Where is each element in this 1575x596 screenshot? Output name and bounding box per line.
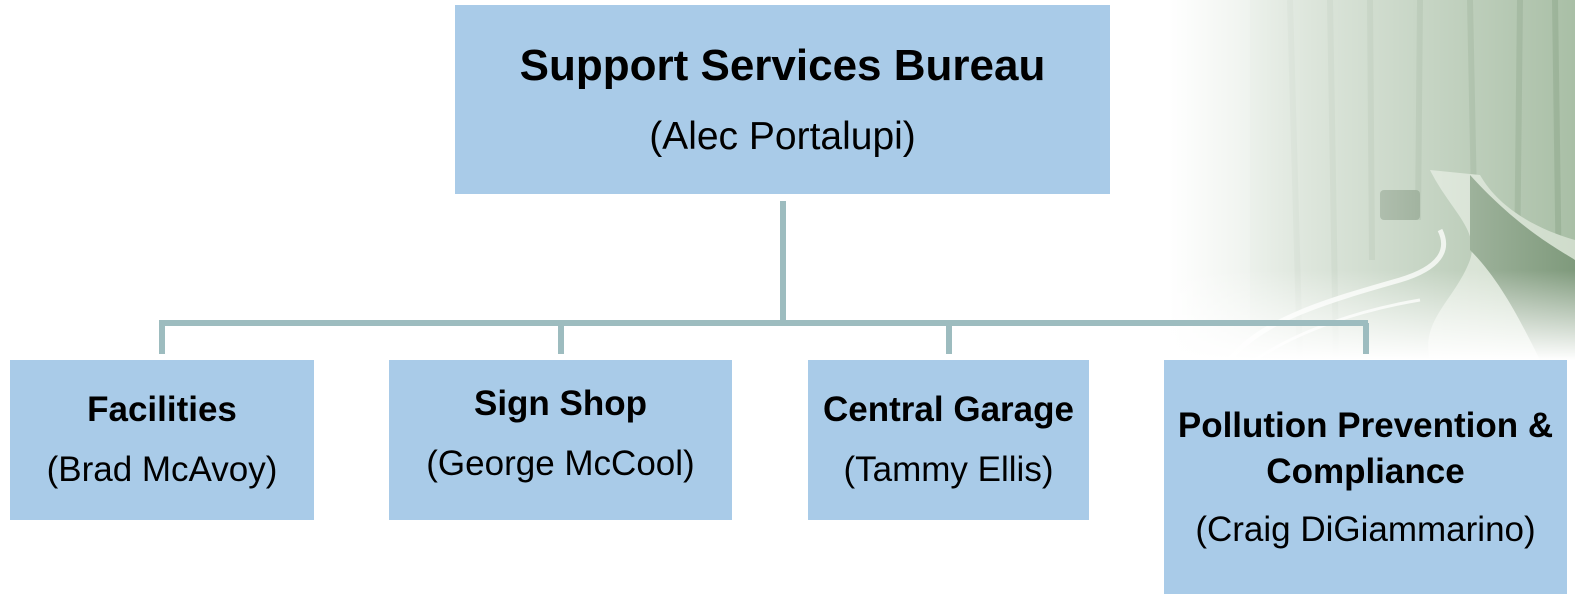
org-unit-name: Pollution Prevention & Compliance — [1177, 406, 1554, 491]
org-unit-name: Facilities — [87, 390, 237, 429]
org-box-pollution-prevention: Pollution Prevention & Compliance (Craig… — [1164, 360, 1567, 594]
org-unit-person: (George McCool) — [426, 444, 695, 483]
forest-image — [1170, 0, 1575, 362]
org-unit-person: (Craig DiGiammarino) — [1195, 510, 1536, 549]
org-box-support-services-bureau: Support Services Bureau (Alec Portalupi) — [455, 5, 1110, 194]
org-unit-person: (Brad McAvoy) — [46, 450, 278, 489]
org-unit-person: (Alec Portalupi) — [649, 114, 916, 158]
org-unit-name: Support Services Bureau — [519, 40, 1046, 90]
org-unit-name: Sign Shop — [473, 384, 648, 423]
org-unit-person: (Tammy Ellis) — [843, 450, 1054, 489]
org-unit-name: Central Garage — [823, 390, 1074, 429]
org-box-central-garage: Central Garage (Tammy Ellis) — [808, 360, 1089, 520]
org-box-sign-shop: Sign Shop (George McCool) — [389, 360, 732, 520]
org-box-facilities: Facilities (Brad McAvoy) — [10, 360, 314, 520]
